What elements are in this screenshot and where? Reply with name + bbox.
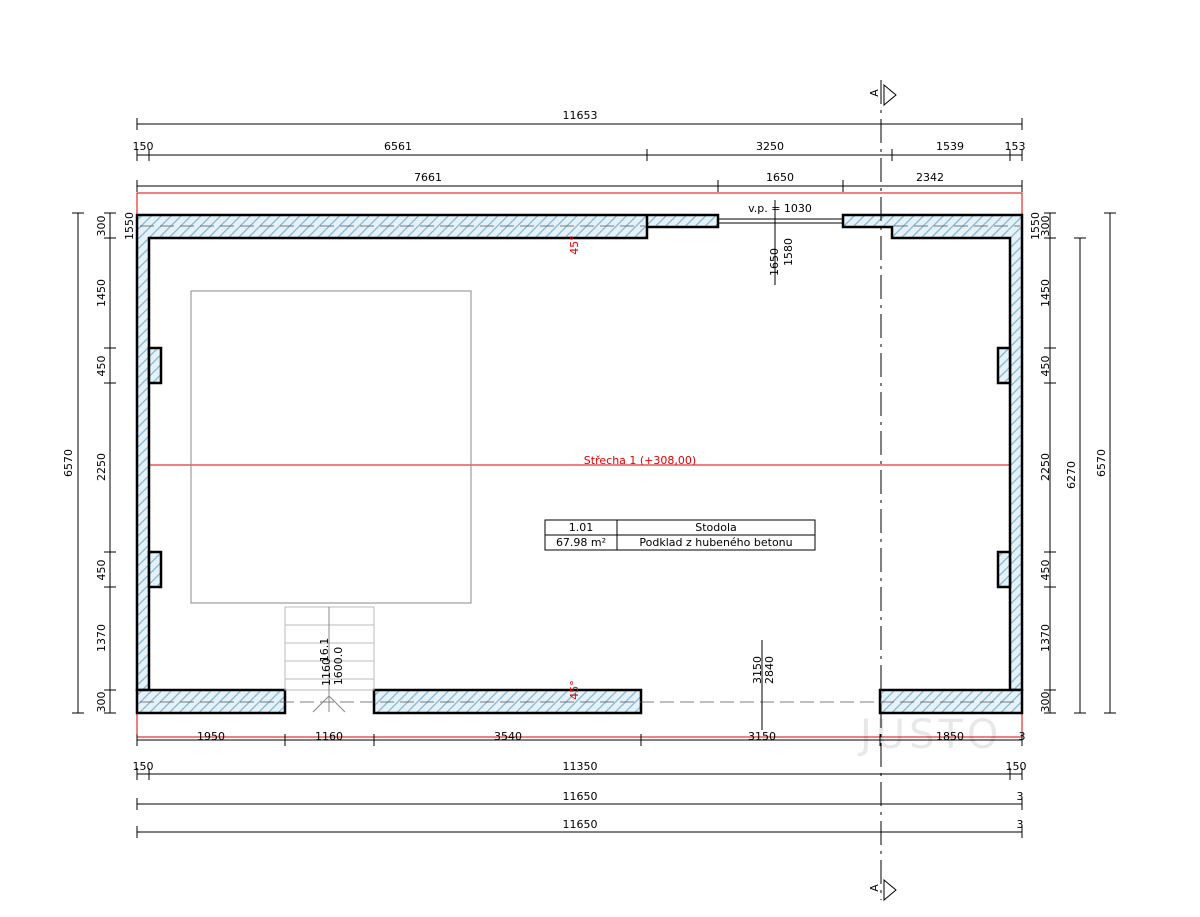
dim-left-overall: 6570	[62, 449, 75, 477]
dim-right-seg-7: 300	[1039, 692, 1052, 713]
room-name: Stodola	[695, 521, 737, 534]
dim-bot-r1-d: 3150	[748, 730, 776, 743]
inner-platform	[190, 290, 472, 604]
dim-top-r3-c: 2342	[916, 171, 944, 184]
pilaster-right-1	[996, 346, 1012, 385]
pilaster-left-1	[147, 346, 163, 385]
room-area: 67.98 m²	[556, 536, 606, 549]
dim-right-seg-6: 1370	[1039, 624, 1052, 652]
dim-bot-r1-b: 1160	[315, 730, 343, 743]
dim-left-seg-1: 300	[95, 216, 108, 237]
dim-right-overall: 6570	[1095, 449, 1108, 477]
bottom-opening-width-b: 2840	[763, 656, 776, 684]
wall-bottom-a	[135, 688, 287, 715]
top-dimensions: 11653 150 6561 3250 1539 153 7661 1650 2…	[133, 109, 1026, 192]
dim-top-r2-c: 3250	[756, 140, 784, 153]
stair-count: 16.1	[318, 638, 331, 663]
dim-left-seg-4: 2250	[95, 453, 108, 481]
wall-top-left	[135, 213, 720, 692]
pilaster-left-2	[147, 550, 163, 589]
wall-top-right	[841, 213, 1024, 692]
dim-right-inner: 6270	[1065, 461, 1078, 489]
dim-top-r2-d: 1539	[936, 140, 964, 153]
dim-bot-r1-a: 1950	[197, 730, 225, 743]
dim-right-seg-4: 2250	[1039, 453, 1052, 481]
dim-bot-r4-b: 3	[1017, 818, 1024, 831]
room-stamp: 1.01 Stodola 67.98 m² Podklad z hubeného…	[544, 519, 816, 551]
dim-bot-r2-c: 150	[1006, 760, 1027, 773]
dim-left-seg-2: 1450	[95, 279, 108, 307]
wall-bottom-c	[878, 688, 1024, 715]
roof-label: Střecha 1 (+308,00)	[584, 454, 696, 467]
dim-bot-r3-b: 3	[1017, 790, 1024, 803]
dim-left-seg-6: 1370	[95, 624, 108, 652]
wall-bottom-b	[372, 688, 643, 715]
room-floor: Podklad z hubeného betonu	[639, 536, 792, 549]
wall-axis-lines	[140, 225, 1020, 703]
bottom-dimensions: 1950 1160 3540 3150 1850 3 150 11350 150…	[133, 730, 1027, 838]
dim-top-r2-a: 150	[133, 140, 154, 153]
section-marker-bottom: A	[868, 884, 881, 892]
dim-bot-r1-f: 3	[1019, 730, 1026, 743]
bottom-opening-width-a: 3150	[751, 656, 764, 684]
room-number: 1.01	[569, 521, 594, 534]
slope-bottom: 45°	[568, 680, 581, 700]
walls	[135, 213, 1024, 715]
dim-left-small: 1550	[123, 212, 136, 240]
dim-right-seg-1: 300	[1039, 216, 1052, 237]
watermark: JUSTO	[857, 712, 1002, 758]
top-opening-height-a: 1650	[768, 248, 781, 276]
right-dimensions: 300 1450 450 2250 450 1370 300 1550 6270…	[1029, 212, 1116, 714]
bottom-opening: 3150 2840 45°	[568, 640, 776, 730]
dim-right-seg-5: 450	[1039, 560, 1052, 581]
dim-bot-r1-e: 1850	[936, 730, 964, 743]
stair	[284, 606, 375, 713]
dim-top-r3-a: 7661	[414, 171, 442, 184]
section-marker-top: A	[868, 89, 881, 97]
dim-top-r2-b: 6561	[384, 140, 412, 153]
dim-top-overall: 11653	[563, 109, 598, 122]
dim-bot-r1-c: 3540	[494, 730, 522, 743]
section-line-a: A A	[868, 80, 897, 902]
dim-right-small: 1550	[1029, 212, 1042, 240]
top-opening: v.p. = 1030 1650 1580 45°	[568, 200, 812, 285]
dim-top-r3-b: 1650	[766, 171, 794, 184]
dim-bot-r3: 11650	[563, 790, 598, 803]
dim-left-seg-3: 450	[95, 356, 108, 377]
slope-top: 45°	[568, 235, 581, 255]
stair-size-b: 1600.0	[332, 647, 345, 686]
vp-label: v.p. = 1030	[748, 202, 812, 215]
roof-outline: Střecha 1 (+308,00)	[136, 192, 1023, 738]
dim-right-seg-2: 1450	[1039, 279, 1052, 307]
dim-left-seg-5: 450	[95, 560, 108, 581]
dim-bot-r4: 11650	[563, 818, 598, 831]
dim-bot-r2-a: 150	[133, 760, 154, 773]
pilaster-right-2	[996, 550, 1012, 589]
dim-right-seg-3: 450	[1039, 356, 1052, 377]
dim-top-r2-e: 153	[1005, 140, 1026, 153]
stair-size-a: 1160	[320, 658, 333, 686]
dim-left-seg-7: 300	[95, 692, 108, 713]
dim-bot-r2-b: 11350	[563, 760, 598, 773]
left-dimensions: 6570 300 1450 450 2250 450 1370 300 1550	[62, 212, 136, 714]
top-opening-height-b: 1580	[782, 238, 795, 266]
